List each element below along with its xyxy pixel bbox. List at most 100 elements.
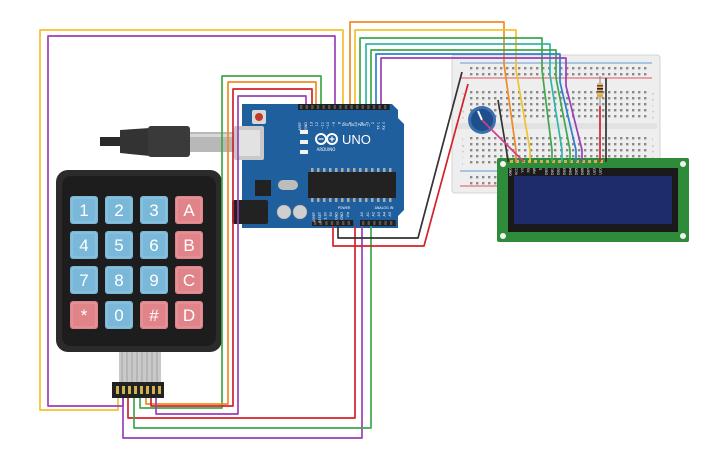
lcd-pin-label: GND <box>509 168 513 176</box>
keypad-ribbon <box>112 352 164 398</box>
keypad-key-label: 3 <box>149 201 158 220</box>
pin-label: A4 <box>383 212 387 216</box>
pin-label: 3.3V <box>323 211 327 219</box>
lcd-pin-label: DB6 <box>581 168 585 175</box>
keypad-key-3[interactable]: 3 <box>140 196 168 224</box>
keypad-key-5[interactable]: 5 <box>105 231 133 259</box>
pin-label: ~3 <box>365 122 369 127</box>
keypad-key-label: A <box>183 201 195 220</box>
pin-label: ~9 <box>332 122 336 127</box>
wire-green-keypad[interactable] <box>139 75 322 409</box>
lcd-pin-label: VCC <box>515 167 519 175</box>
row-letter: e <box>462 115 464 119</box>
wires <box>39 21 607 439</box>
wire-orange-lcd[interactable] <box>349 21 517 162</box>
lcd-pin-label: DB1 <box>551 168 555 175</box>
keypad-key-1[interactable]: 1 <box>70 196 98 224</box>
keypad-key-*[interactable]: * <box>70 301 98 329</box>
keypad-key-B[interactable]: B <box>175 231 203 259</box>
keypad-key-C[interactable]: C <box>175 266 203 294</box>
row-letter: c <box>652 103 654 107</box>
wire-orange-keypad[interactable] <box>145 81 317 405</box>
power-jack[interactable] <box>232 200 268 224</box>
keypad-key-2[interactable]: 2 <box>105 196 133 224</box>
wire-purple-analog[interactable] <box>122 226 363 439</box>
wire-green-analog[interactable] <box>133 226 372 429</box>
keypad-key-4[interactable]: 4 <box>70 231 98 259</box>
pin-label: ~11 <box>321 122 325 129</box>
pin-label: GND <box>335 212 339 220</box>
pin-label: A2 <box>371 212 375 216</box>
atmega-chip <box>308 172 396 198</box>
wire-black-gnd[interactable] <box>337 71 463 239</box>
digital-label: DIGITAL (PWM~) <box>342 123 371 127</box>
pin-label: Vin <box>346 212 350 217</box>
wire-purple-lcd[interactable] <box>380 57 583 162</box>
wire-red-5v[interactable] <box>332 83 469 247</box>
pin-label: AREF <box>298 122 302 131</box>
wire-black-lcd[interactable] <box>497 99 509 162</box>
lcd-pin-label: E <box>539 168 543 170</box>
lcd-pin-label: DB7 <box>587 168 591 175</box>
pin-label: GND <box>304 122 308 130</box>
pin-label: 4 <box>360 122 364 124</box>
keypad-key-label: 7 <box>79 271 88 290</box>
lcd-pin-label: DB2 <box>557 168 561 175</box>
keypad-key-label: 1 <box>79 201 88 220</box>
lcd-pin-label: RW <box>533 167 537 173</box>
row-letter: i <box>652 155 653 159</box>
wire-pot-wiper[interactable] <box>481 119 525 163</box>
wire-purple-keypad-2[interactable] <box>155 95 307 415</box>
wire-teal-lcd[interactable] <box>365 43 563 162</box>
keypad-key-A[interactable]: A <box>175 196 203 224</box>
keypad-key-7[interactable]: 7 <box>70 266 98 294</box>
keypad-key-label: # <box>149 306 159 325</box>
wire-red-analog[interactable] <box>127 226 356 419</box>
pin-label: A3 <box>377 212 381 216</box>
usb-cable[interactable] <box>100 126 238 157</box>
arduino-uno-board[interactable]: ARDUINO UNO DIGITAL (PWM~) POWER ANALOG … <box>232 104 404 228</box>
resistor[interactable] <box>597 76 603 106</box>
keypad-key-label: 9 <box>149 271 158 290</box>
lcd-screen <box>514 176 672 224</box>
pin-label: 2 <box>371 122 375 124</box>
keypad-key-D[interactable]: D <box>175 301 203 329</box>
wire-red-keypad[interactable] <box>150 88 313 407</box>
keypad-key-0[interactable]: 0 <box>105 301 133 329</box>
pin-label: ~5 <box>354 122 358 127</box>
keypad-key-label: 4 <box>79 236 88 255</box>
pin-label: TX 1 <box>377 122 381 131</box>
keypad-key-8[interactable]: 8 <box>105 266 133 294</box>
lcd-pin-label: DB4 <box>569 168 573 175</box>
keypad-key-label: 2 <box>114 201 123 220</box>
keypad-key-6[interactable]: 6 <box>140 231 168 259</box>
keypad-key-label: C <box>183 271 195 290</box>
pin-label: 12 <box>315 122 319 126</box>
row-letter: b <box>652 97 654 101</box>
wire-green-lcd-2[interactable] <box>370 49 571 162</box>
power-label: POWER <box>338 206 351 210</box>
row-letter: h <box>652 149 654 153</box>
keypad-key-label: 6 <box>149 236 158 255</box>
pin-label: RX 0 <box>382 122 386 130</box>
keypad-key-9[interactable]: 9 <box>140 266 168 294</box>
row-letter: a <box>462 91 464 95</box>
pin-label: GND <box>340 212 344 220</box>
pin-label: 7 <box>343 122 347 124</box>
pin-label: 8 <box>337 122 341 124</box>
keypad-key-#[interactable]: # <box>140 301 168 329</box>
wire-blue-lcd[interactable] <box>375 53 577 162</box>
keypad-key-label: B <box>183 236 194 255</box>
row-letter: a <box>652 91 654 95</box>
wire-yellow-keypad[interactable] <box>39 29 344 411</box>
lcd-pin-label: LED <box>599 168 603 175</box>
lcd-pin-label: V0 <box>521 168 525 172</box>
pin-label: RESET <box>318 211 322 223</box>
